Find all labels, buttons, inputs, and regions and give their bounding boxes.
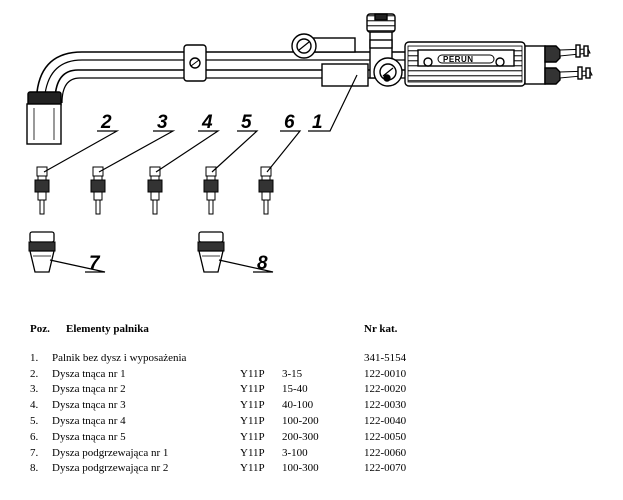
- table-row: 4. Dysza tnąca nr 3 Y11P 40-100 122-0030: [30, 397, 430, 413]
- cell-range: 3-15: [282, 367, 303, 380]
- cell-range: 40-100: [282, 399, 314, 412]
- table-header-row: Poz. Elementy palnika Nr kat.: [30, 318, 430, 340]
- header-pos: Poz.: [30, 323, 50, 335]
- callout-7: 7: [89, 253, 101, 274]
- cell-code: Y11P: [240, 383, 265, 396]
- heating-nozzle-1: [28, 231, 56, 273]
- table-row: 1. Palnik bez dysz i wyposażenia 341-5154: [30, 350, 430, 366]
- cell-code: Y11P: [240, 399, 265, 412]
- parts-table: Poz. Elementy palnika Nr kat. 1. Palnik b…: [30, 318, 430, 476]
- cell-code: [240, 350, 282, 366]
- cell-cat: 122-0010: [364, 367, 407, 380]
- table-row: 3. Dysza tnąca nr 2 Y11P 15-40 122-0020: [30, 382, 430, 398]
- table-row: 7. Dysza podgrzewająca nr 1 Y11P 3-100 122-0…: [30, 445, 430, 461]
- cutting-nozzle-3: [147, 166, 163, 215]
- nozzle-set: [28, 166, 274, 273]
- callout-4: 4: [201, 112, 213, 133]
- callout-3: 3: [157, 112, 168, 133]
- callout-2: 2: [100, 112, 112, 133]
- callout-6: 6: [284, 112, 295, 133]
- header-cat: Nr kat.: [364, 323, 398, 335]
- table-row: 2. Dysza tnąca nr 1 Y11P 3-15 122-0010: [30, 366, 430, 382]
- table-row: 6. Dysza tnąca nr 5 Y11P 200-300 122-0050: [30, 429, 430, 445]
- cell-pos: 2.: [30, 367, 39, 380]
- callout-1: 1: [312, 112, 323, 133]
- torch-drawing: PERUN: [26, 13, 593, 274]
- cell-cat: 122-0030: [364, 399, 407, 412]
- cutting-nozzle-2: [90, 166, 106, 215]
- heating-nozzle-2: [197, 231, 225, 273]
- cutting-nozzle-1: [34, 166, 50, 215]
- cell-name: Dysza podgrzewająca nr 2: [52, 462, 169, 475]
- torch-body: PERUN: [26, 13, 593, 145]
- cell-name: Dysza podgrzewająca nr 1: [52, 446, 169, 459]
- cell-cat: 341-5154: [364, 351, 407, 364]
- cell-code: Y11P: [240, 430, 265, 443]
- cell-name: Dysza tnąca nr 4: [52, 415, 126, 428]
- cell-name: Palnik bez dysz i wyposażenia: [52, 351, 187, 364]
- cell-name: Dysza tnąca nr 1: [52, 367, 126, 380]
- cell-range: 100-200: [282, 415, 319, 428]
- cell-cat: 122-0020: [364, 383, 407, 396]
- leader-lines: [43, 74, 358, 273]
- cell-name: Dysza tnąca nr 3: [52, 399, 126, 412]
- cell-cat: 122-0070: [364, 462, 407, 475]
- cell-range: 100-300: [282, 462, 319, 475]
- brand-label: PERUN: [443, 55, 474, 64]
- table-row: 8. Dysza podgrzewająca nr 2 Y11P 100-300 122…: [30, 461, 430, 477]
- cell-code: Y11P: [240, 462, 265, 475]
- cell-pos: 1.: [30, 351, 39, 364]
- cell-pos: 3.: [30, 383, 39, 396]
- cell-range: 3-100: [282, 446, 308, 459]
- cell-range: [282, 350, 364, 366]
- cell-pos: 4.: [30, 399, 39, 412]
- callout-8: 8: [257, 253, 268, 274]
- cell-cat: 122-0040: [364, 415, 407, 428]
- cell-name: Dysza tnąca nr 2: [52, 383, 126, 396]
- cutting-nozzle-4: [203, 166, 219, 215]
- cell-range: 15-40: [282, 383, 308, 396]
- table-row: 5. Dysza tnąca nr 4 Y11P 100-200 122-0040: [30, 413, 430, 429]
- cell-code: Y11P: [240, 367, 265, 380]
- cell-range: 200-300: [282, 430, 319, 443]
- cell-code: Y11P: [240, 446, 265, 459]
- callout-5: 5: [241, 112, 252, 133]
- header-name: Elementy palnika: [66, 323, 149, 335]
- cell-code: Y11P: [240, 415, 265, 428]
- cutting-nozzle-5: [258, 166, 274, 215]
- cell-cat: 122-0060: [364, 446, 407, 459]
- cell-pos: 7.: [30, 446, 39, 459]
- cell-pos: 6.: [30, 430, 39, 443]
- cell-pos: 5.: [30, 415, 39, 428]
- cell-pos: 8.: [30, 462, 39, 475]
- cell-name: Dysza tnąca nr 5: [52, 430, 126, 443]
- cell-cat: 122-0050: [364, 430, 407, 443]
